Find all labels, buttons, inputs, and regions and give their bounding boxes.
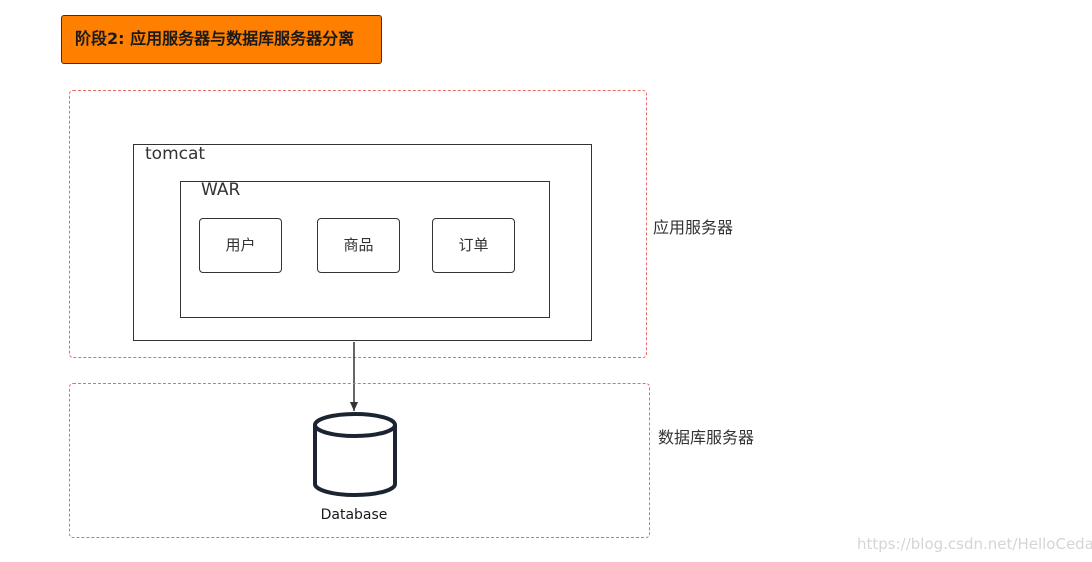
stage-title: 阶段2: 应用服务器与数据库服务器分离	[61, 15, 382, 64]
module-order[interactable]: 订单	[432, 218, 515, 273]
app-server-region	[69, 90, 647, 358]
database-label: Database	[320, 507, 388, 523]
tomcat-label: tomcat	[145, 144, 206, 164]
module-user[interactable]: 用户	[199, 218, 282, 273]
db-server-label: 数据库服务器	[658, 428, 755, 447]
app-server-label: 应用服务器	[653, 218, 734, 237]
watermark: https://blog.csdn.net/HelloCedar	[857, 535, 1092, 553]
war-label: WAR	[201, 180, 241, 200]
db-server-region	[69, 383, 650, 538]
module-product[interactable]: 商品	[317, 218, 400, 273]
database-cylinder-icon	[313, 412, 397, 497]
